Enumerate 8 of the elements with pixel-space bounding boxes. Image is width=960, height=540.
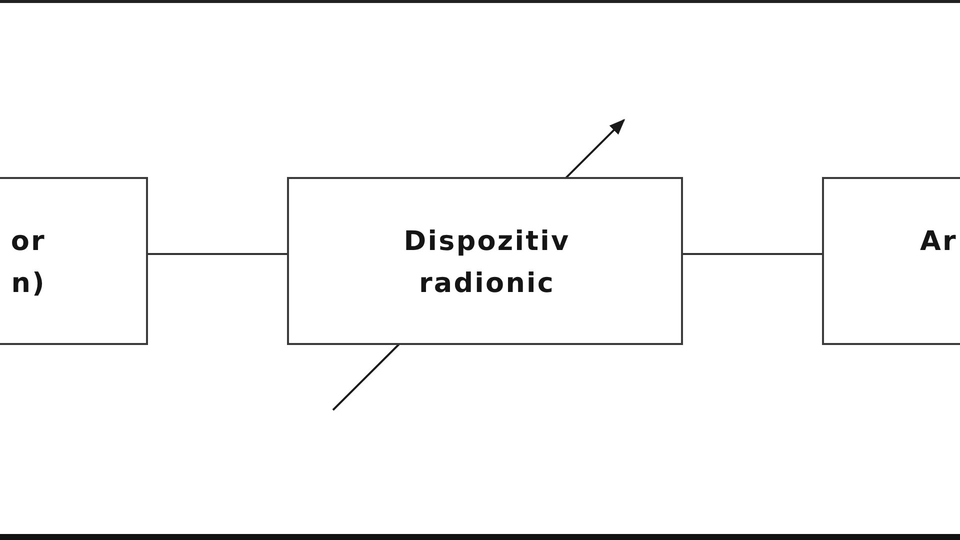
box-label: Ar xyxy=(920,225,958,259)
process-box xyxy=(287,177,683,345)
process-box xyxy=(0,177,148,345)
connector-line xyxy=(148,253,287,255)
process-box xyxy=(822,177,960,345)
connector-line xyxy=(683,253,822,255)
box-label: or n) xyxy=(10,225,46,301)
box-label: Dispozitiv radionic xyxy=(402,225,572,301)
